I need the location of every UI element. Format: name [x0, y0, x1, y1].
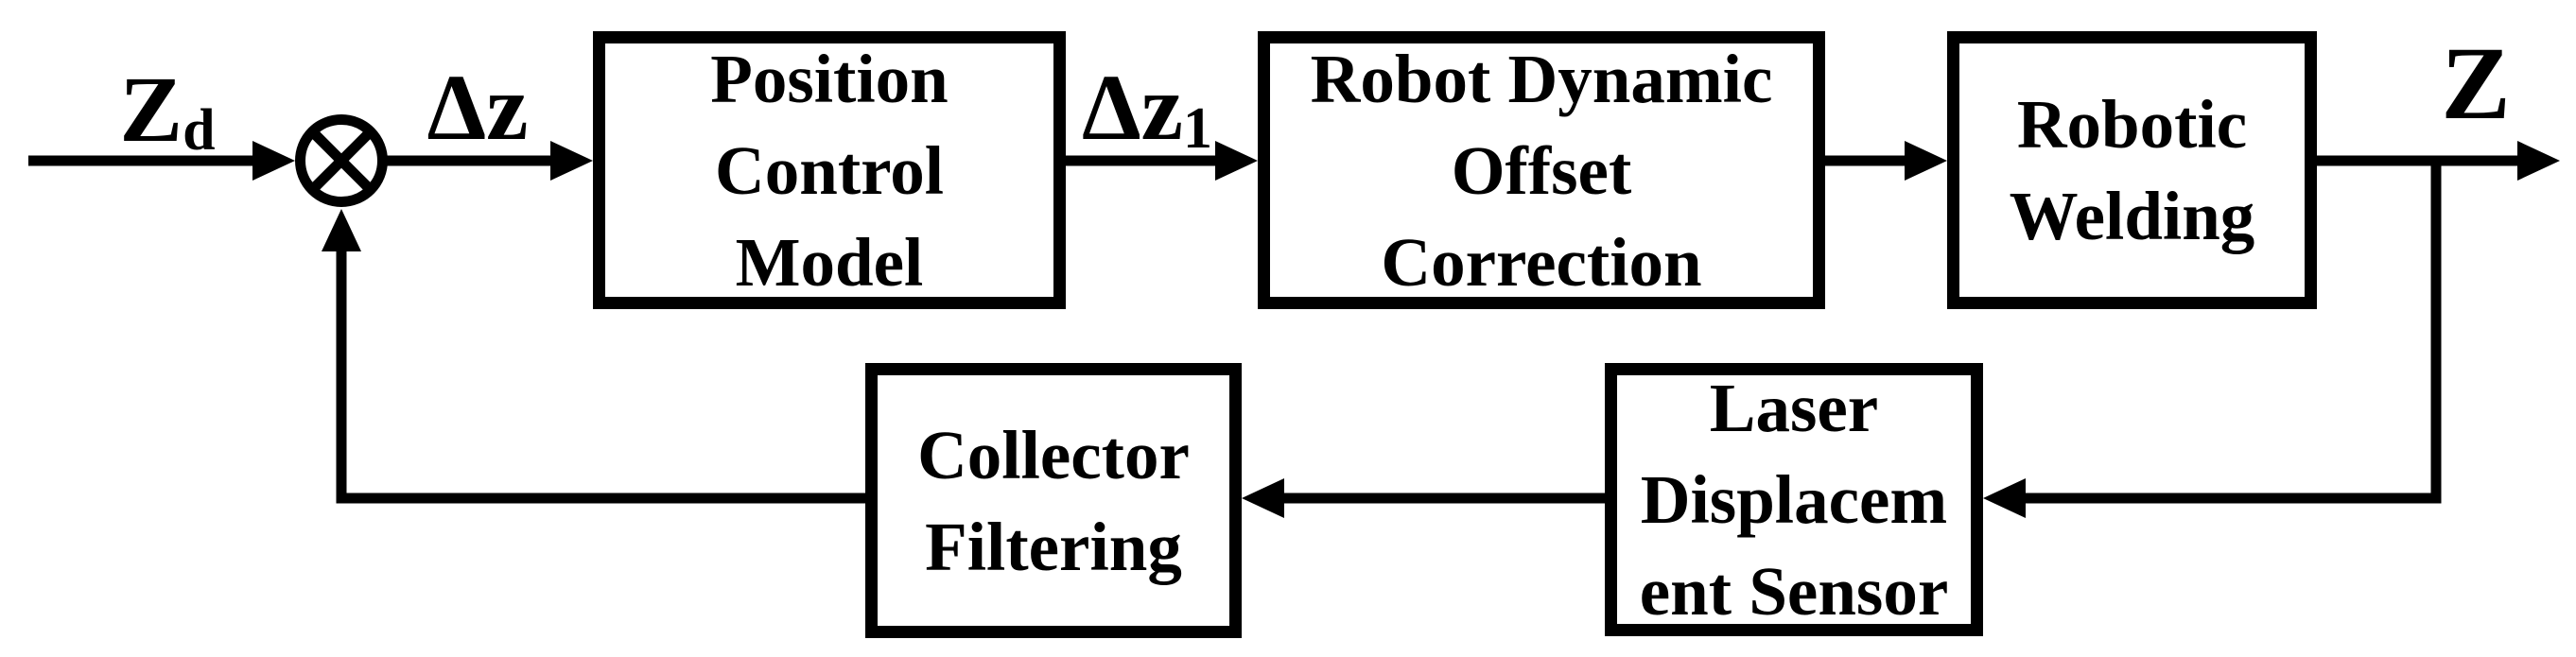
- block-collector-filtering: Collector Filtering: [865, 363, 1242, 638]
- signal-label-input-zd: Zd: [119, 57, 216, 163]
- block-position-control-model: Position Control Model: [593, 31, 1066, 309]
- block-label-line: Robotic: [2016, 86, 2248, 163]
- signal-label-error-dz: Δz: [426, 55, 529, 160]
- block-label-line: Displacem: [1640, 461, 1948, 538]
- block-label-line: Filtering: [925, 508, 1182, 585]
- block-label-line: Collector: [917, 416, 1190, 493]
- arrowhead-into-laser: [1983, 478, 2026, 518]
- signal-label-output-z: Z: [2441, 26, 2511, 141]
- block-label-line: ent Sensor: [1639, 553, 1949, 630]
- feedback-branch-wire: [2021, 161, 2442, 504]
- block-label-line: Laser: [1709, 370, 1879, 446]
- arrowhead-into-position: [550, 141, 593, 181]
- arrowhead-into-junction-bottom: [322, 209, 361, 251]
- block-label-line: Welding: [2009, 178, 2255, 254]
- arrowhead-into-welding: [1905, 141, 1947, 181]
- arrowhead-into-collector: [1242, 478, 1284, 518]
- block-laser-displacement-sensor: Laser Displacem ent Sensor: [1605, 363, 1983, 636]
- arrowhead-into-junction: [252, 141, 295, 181]
- block-label-line: Correction: [1381, 223, 1702, 301]
- block-label-line: Control: [715, 131, 944, 209]
- block-label-line: Offset: [1451, 131, 1632, 209]
- block-label-line: Position: [710, 40, 949, 117]
- block-robotic-welding: Robotic Welding: [1947, 31, 2317, 309]
- arrowhead-output: [2517, 141, 2560, 181]
- block-label-line: Robot Dynamic: [1310, 40, 1773, 117]
- block-robot-dynamic-offset-correction: Robot Dynamic Offset Correction: [1258, 31, 1825, 309]
- summing-junction-icon: [295, 114, 388, 207]
- block-label-line: Model: [735, 223, 924, 301]
- arrowhead-into-offset: [1215, 141, 1258, 181]
- feedback-return-wire: [336, 251, 865, 504]
- signal-label-corrected-dz1: Δz1: [1081, 55, 1213, 161]
